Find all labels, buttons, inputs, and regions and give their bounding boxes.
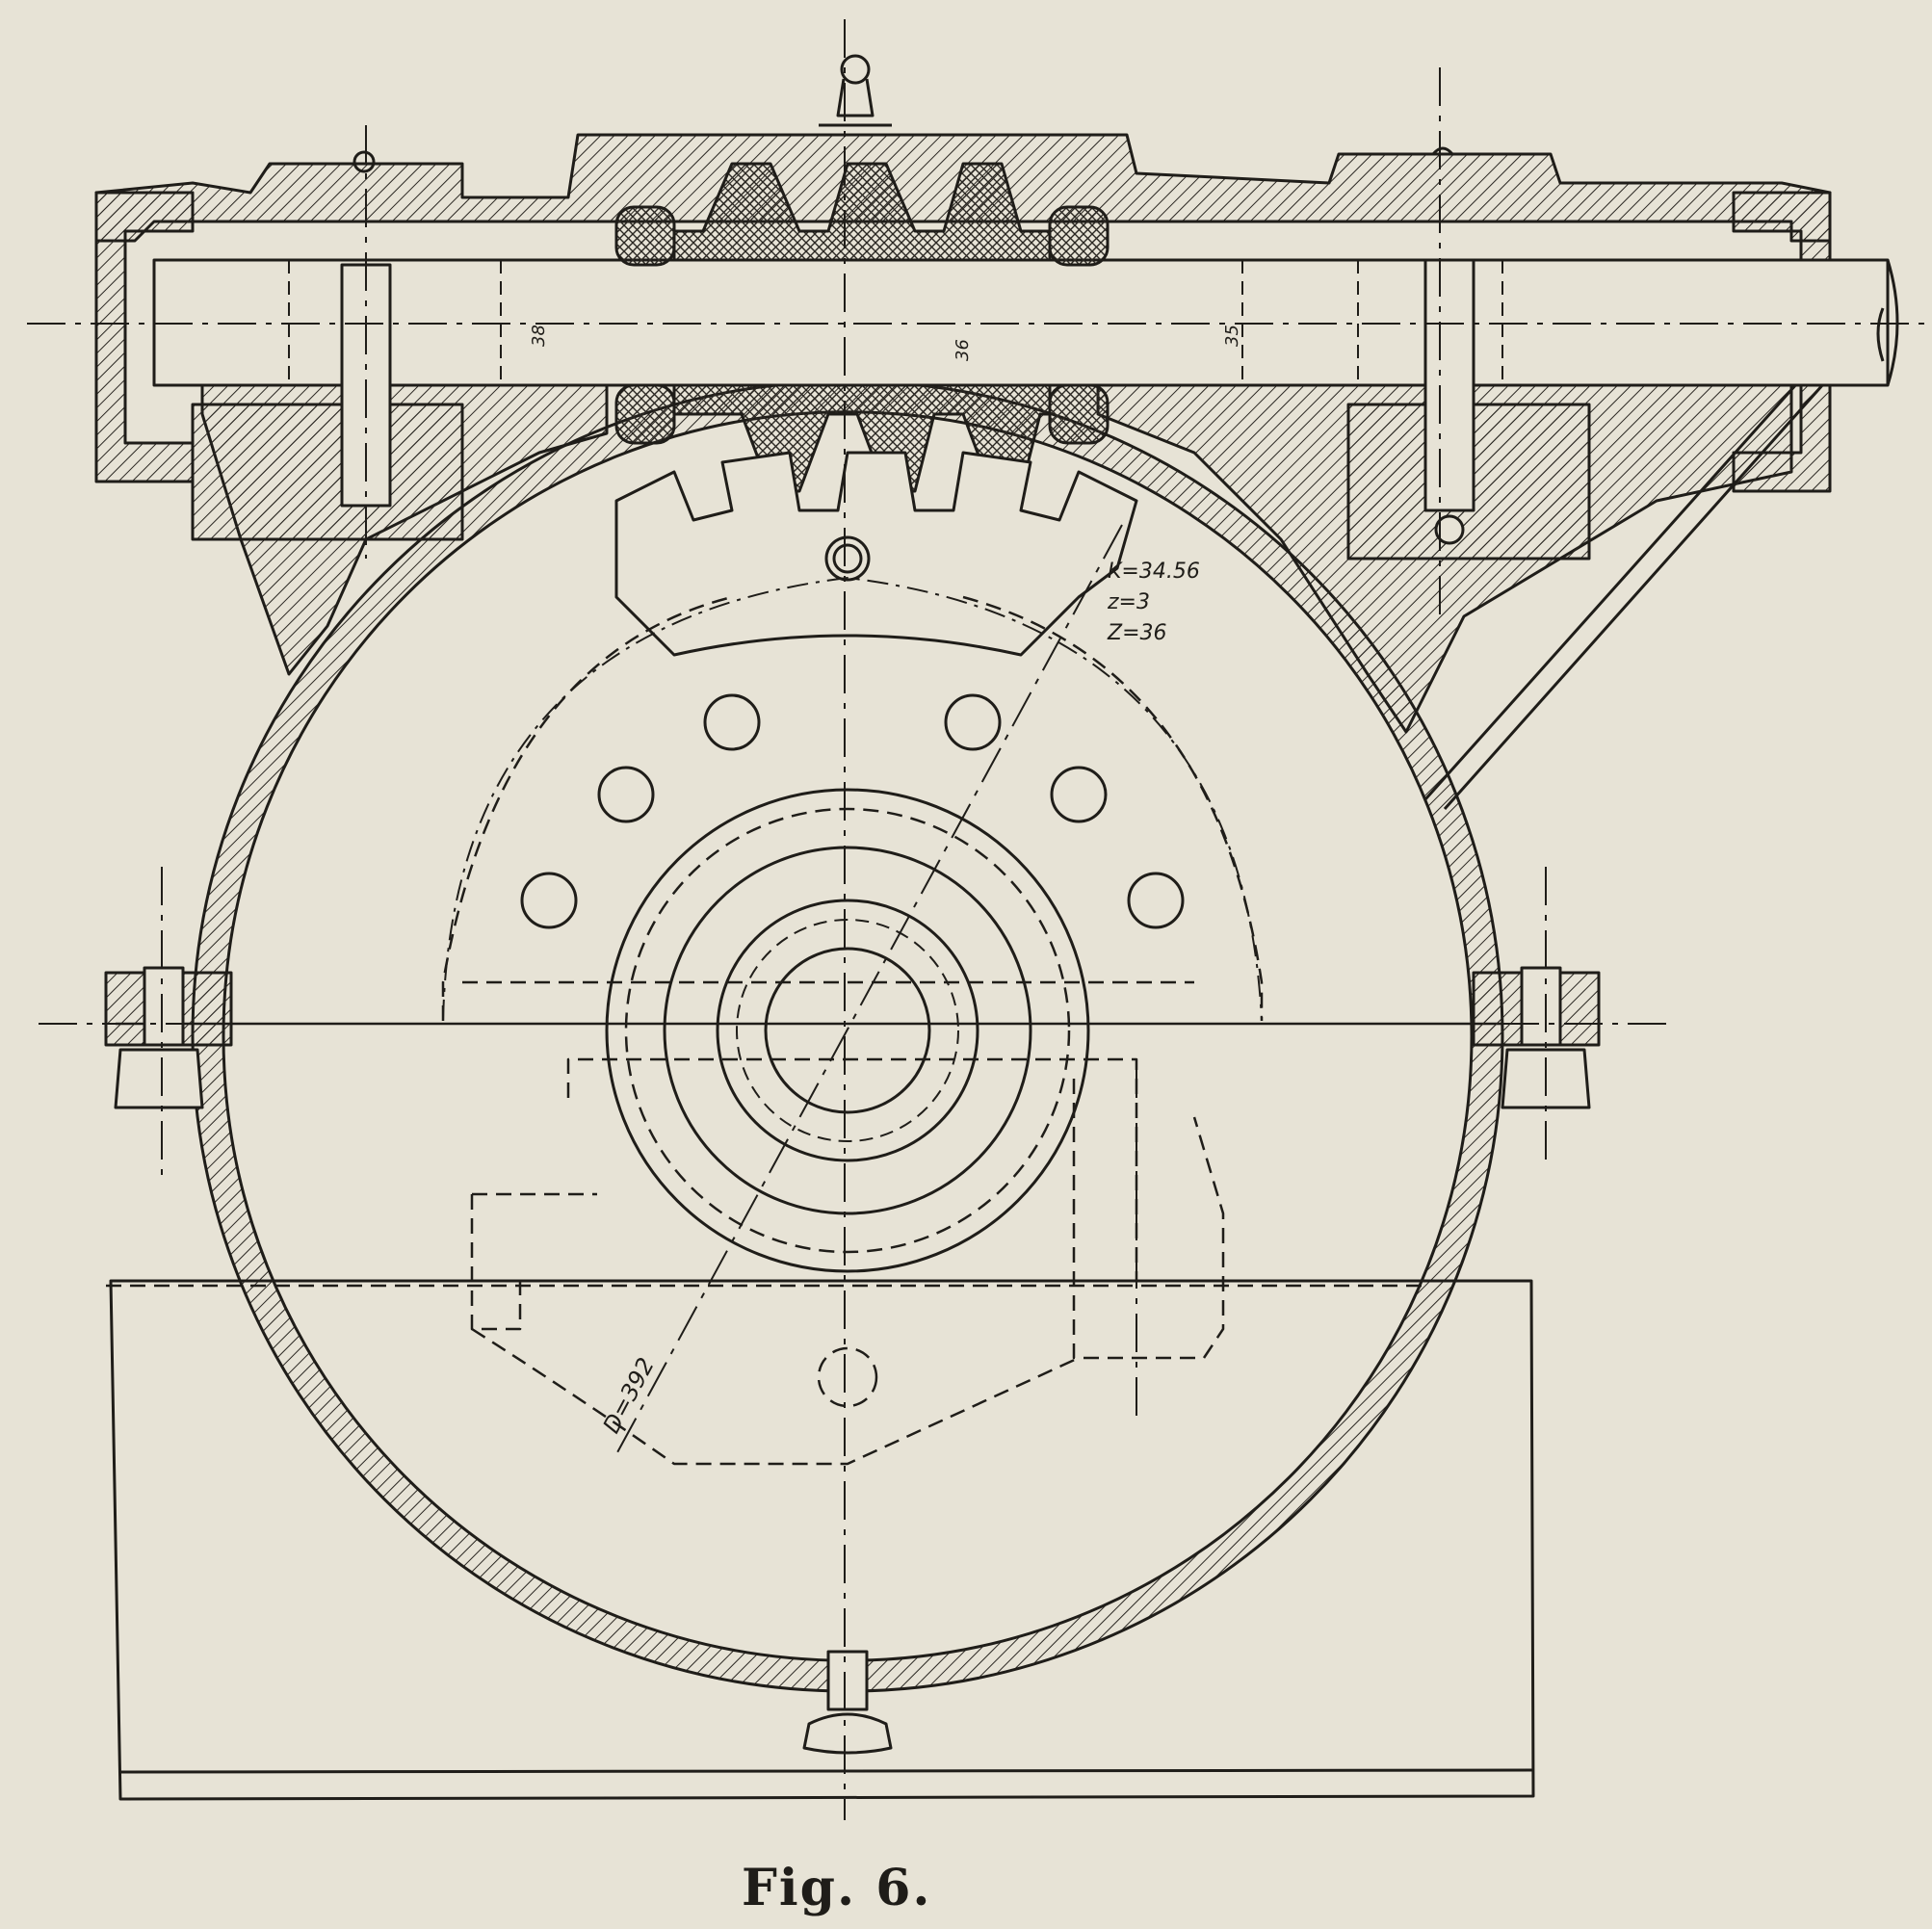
left-end-cap bbox=[94, 191, 195, 483]
figure-caption: Fig. 6. bbox=[742, 1859, 932, 1917]
wheel-hub bbox=[605, 788, 1090, 1273]
center-lines bbox=[27, 19, 1926, 1820]
tie-rod bbox=[1423, 346, 1841, 810]
pitch-diameter-label: D=392 bbox=[598, 1353, 660, 1438]
worm-wheel-segment bbox=[614, 451, 1138, 657]
bolt-holes bbox=[442, 577, 1263, 1022]
top-studs bbox=[352, 146, 1454, 173]
breather bbox=[819, 54, 892, 127]
drain-plug bbox=[802, 1650, 893, 1755]
shaft-dim-1: 38 bbox=[529, 325, 549, 347]
wheel-hidden-lines bbox=[106, 595, 1425, 1466]
bearing-housing-lower bbox=[191, 403, 464, 541]
shaft-dim-3: 35 bbox=[1222, 325, 1242, 347]
shaft-dim-2: 36 bbox=[953, 339, 973, 361]
gear-note-3: Z=36 bbox=[1107, 621, 1167, 645]
gear-note-2: z=3 bbox=[1107, 590, 1150, 614]
gear-note-1: K=34.56 bbox=[1108, 560, 1200, 584]
flange-bolts bbox=[104, 966, 1601, 1109]
foundation-base bbox=[109, 1279, 1535, 1801]
